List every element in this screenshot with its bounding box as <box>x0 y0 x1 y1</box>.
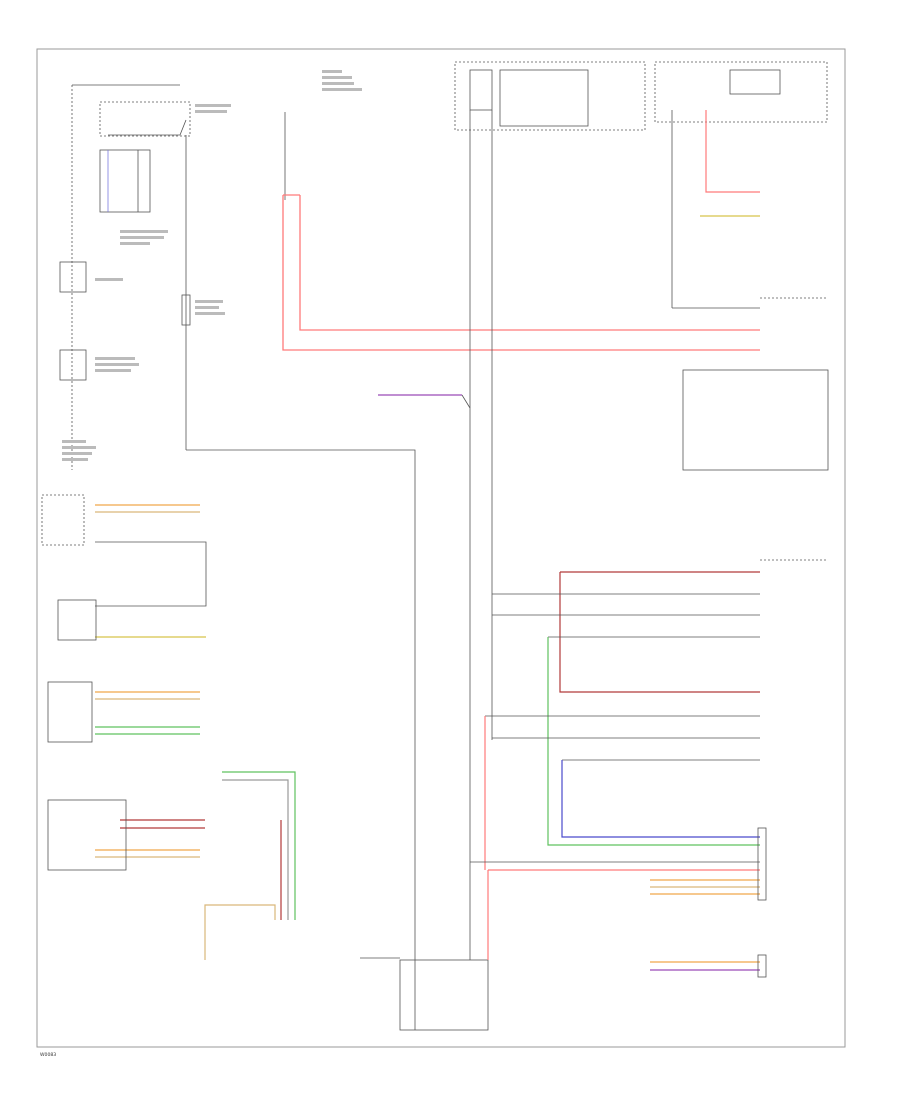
fuse-and-red-feeds <box>282 112 760 351</box>
starter-inhibit <box>378 394 471 409</box>
battery-section-text <box>62 104 231 461</box>
module-box-right <box>682 369 829 471</box>
starter-motor <box>399 862 489 1031</box>
fuse-top-text <box>322 70 362 91</box>
footer-code: W0083 <box>40 1052 56 1058</box>
left-mid-wiring <box>95 504 207 858</box>
battery-section <box>59 84 416 960</box>
diagram-frame <box>36 48 846 1048</box>
selector-lever <box>204 771 296 960</box>
left-mid-boxes <box>41 494 127 871</box>
relay-box-top <box>454 61 828 862</box>
right-bottom-connectors <box>757 297 828 978</box>
right-bottom-wiring <box>470 571 760 971</box>
relay-top-right-wires <box>700 110 760 217</box>
starter-feed <box>360 869 760 960</box>
